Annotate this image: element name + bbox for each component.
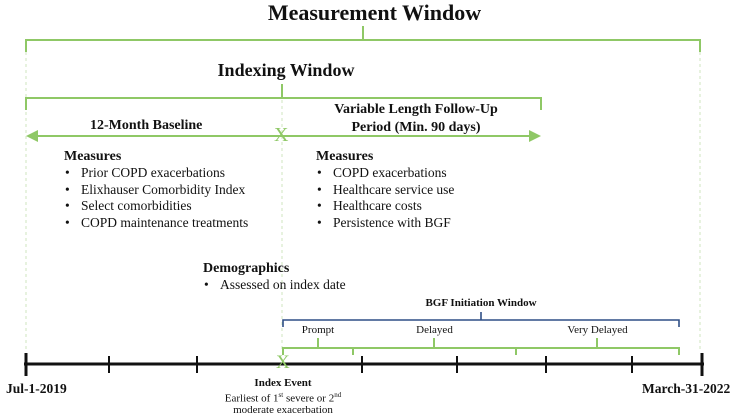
measures-right-title: Measures xyxy=(316,149,374,164)
index-event-line2: moderate exacerbation xyxy=(233,404,333,416)
bgf-segment-delayed: Delayed xyxy=(416,324,453,336)
followup-label-line1: Variable Length Follow-Up xyxy=(334,102,498,117)
list-item: Prior COPD exacerbations xyxy=(62,165,248,182)
indexing-window-title: Indexing Window xyxy=(217,60,355,80)
demographics-title: Demographics xyxy=(203,261,290,276)
list-item: Persistence with BGF xyxy=(314,215,454,232)
index-x-mark-upper: X xyxy=(274,124,289,146)
bgf-window-title: BGF Initiation Window xyxy=(425,297,537,309)
measurement-window-title: Measurement Window xyxy=(267,0,482,25)
index-x-mark-lower: X xyxy=(276,352,290,373)
baseline-label: 12-Month Baseline xyxy=(90,118,203,133)
bgf-window-bracket xyxy=(282,312,680,327)
bgf-segment-brackets xyxy=(282,338,680,355)
list-item: Assessed on index date xyxy=(201,277,346,294)
list-item: Elixhauser Comorbidity Index xyxy=(62,182,248,199)
index-event-line1: Earliest of 1st severe or 2nd xyxy=(224,391,342,405)
list-item: COPD maintenance treatments xyxy=(62,215,248,232)
timeline-end-label: March-31-2022 xyxy=(642,381,731,396)
timeline-start-label: Jul-1-2019 xyxy=(6,381,67,396)
baseline-followup-arrow xyxy=(26,130,541,142)
list-item: Select comorbidities xyxy=(62,198,248,215)
measures-left-list: Prior COPD exacerbations Elixhauser Como… xyxy=(62,165,248,231)
measures-right-list: COPD exacerbations Healthcare service us… xyxy=(314,165,454,231)
demographics-list: Assessed on index date xyxy=(201,277,346,294)
bgf-segment-prompt: Prompt xyxy=(301,324,335,336)
bgf-segment-very-delayed: Very Delayed xyxy=(567,324,628,336)
list-item: Healthcare service use xyxy=(314,182,454,199)
measurement-window-bracket xyxy=(25,26,701,52)
index-event-title: Index Event xyxy=(254,377,312,389)
measures-left-title: Measures xyxy=(64,149,122,164)
followup-label-line2: Period (Min. 90 days) xyxy=(351,120,481,135)
list-item: COPD exacerbations xyxy=(314,165,454,182)
main-timeline xyxy=(24,353,704,376)
list-item: Healthcare costs xyxy=(314,198,454,215)
indexing-window-bracket xyxy=(25,84,542,110)
